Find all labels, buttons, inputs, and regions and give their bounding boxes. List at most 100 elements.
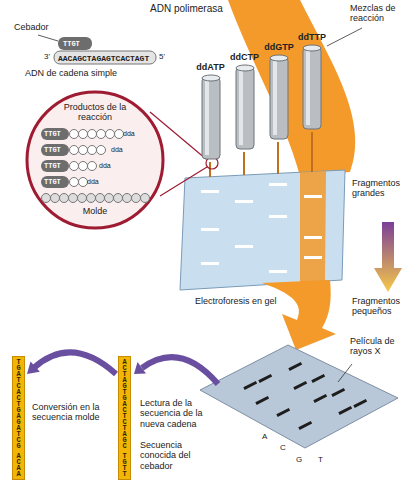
primer-sequence: TTGT (44, 178, 61, 186)
primer-sequence: TTGT (63, 40, 80, 48)
tube-body (202, 77, 220, 159)
reaction-tube: ddGTP (263, 42, 295, 142)
dideoxy-end: dda (123, 130, 135, 138)
strand-label: ADN de cadena simple (25, 68, 117, 78)
dideoxy-end: dda (87, 178, 99, 186)
primer-sequence: TTGT (44, 162, 61, 170)
film-to-read-arrow (142, 357, 218, 384)
primer-blob (41, 176, 69, 188)
sequence-column: ACAA (15, 453, 22, 477)
tube-shade (306, 49, 310, 125)
nucleotide-bead (70, 162, 79, 171)
template-bead (60, 194, 69, 203)
tube-cylinder (302, 44, 322, 132)
x-ray-film (200, 345, 398, 448)
tube-body (236, 67, 254, 149)
lane-stream (300, 171, 326, 284)
step-label: Secuencia conocida del cebador (140, 440, 218, 471)
reaction-tube: ddTTP (297, 32, 327, 132)
primer-sequence: TTGT (44, 130, 61, 138)
film-to-read-arrowhead (134, 362, 146, 374)
enzyme-label: ADN polimerasa (150, 3, 223, 15)
polymerase-stream (228, 0, 355, 176)
tube-cylinder (235, 64, 255, 152)
tube-label: ddCTP (229, 52, 260, 63)
tube-shade (205, 79, 209, 155)
tube-shade (239, 69, 243, 145)
tube-mouth (236, 65, 254, 71)
nucleotide-bead (79, 130, 88, 139)
reaction-tube: ddATP (195, 62, 226, 162)
arrowhead (27, 361, 40, 374)
step-label: Lectura de la secuencia de la nueva cade… (140, 398, 218, 429)
tube-leads (210, 132, 312, 177)
lane-letter: A (262, 432, 267, 441)
nucleotide-bead (88, 130, 97, 139)
tube-cylinder (201, 74, 221, 162)
nucleotide-bead (70, 146, 79, 155)
template-bead (105, 194, 114, 203)
gel-label: Electroforesis en gel (195, 296, 277, 306)
nucleotide-bead (70, 130, 79, 139)
mix-label: Mezclas de reacción (350, 3, 408, 24)
flow-arrow (27, 352, 116, 374)
primer-blob (41, 160, 69, 172)
template-bead (132, 194, 141, 203)
primer-blob (41, 144, 69, 156)
strand-end: 3' (44, 52, 50, 61)
tube-body (303, 47, 321, 129)
film-bands (243, 362, 367, 430)
tube-cylinder (269, 54, 289, 142)
dideoxy-end: dda (111, 146, 123, 154)
template-bead (87, 194, 96, 203)
lane-letter: T (318, 455, 323, 464)
tube-label: ddTTP (297, 32, 327, 43)
sequence-column: TGATCACTGAGATCG (15, 359, 22, 449)
film-label: Película de rayos X (350, 336, 408, 357)
primer-sequence: TTGT (44, 146, 61, 154)
template-bead (42, 194, 51, 203)
nucleotide-bead (115, 130, 124, 139)
primer-blob (41, 128, 69, 140)
template-bead (123, 194, 132, 203)
sequence-column: ACTAGTGACTCTAGC (121, 359, 128, 449)
dideoxy-end: dda (99, 162, 111, 170)
nucleotide-bead (88, 146, 97, 155)
tube-shade (273, 59, 277, 135)
template-bead (96, 194, 105, 203)
sequence-column: TGTT (121, 453, 128, 477)
lane-letter: C (280, 443, 286, 452)
arrow-shaft (34, 352, 116, 374)
tube-mouth (303, 45, 321, 51)
template-bead (78, 194, 87, 203)
size-label: Fragmentos pequeños (352, 296, 408, 317)
template-label: Molde (25, 206, 165, 216)
step-label: Conversión en la secuencia molde (32, 402, 106, 423)
template-bead (141, 194, 150, 203)
nucleotide-bead (70, 178, 79, 187)
template-bead (114, 194, 123, 203)
template-strand (54, 37, 156, 64)
products-circle: Productos de la reacciónMolde (25, 90, 165, 230)
template-sequence: AACAGCTAGAGTCACTAGT (58, 54, 149, 63)
tube-mouth (270, 55, 288, 61)
nucleotide-bead (79, 162, 88, 171)
circle-heading: Productos de la reacción (55, 102, 135, 122)
nucleotide-bead (97, 130, 106, 139)
template-bead (69, 194, 78, 203)
reaction-tube: ddCTP (229, 52, 260, 152)
tube-mouth (202, 75, 220, 81)
primer-label: Cebador (14, 22, 49, 32)
gel-to-film-arrow (262, 280, 336, 350)
nucleotide-bead (79, 146, 88, 155)
template-bead (51, 194, 60, 203)
electrophoresis-gel (180, 170, 345, 290)
size-label: Fragmentos grandes (352, 178, 408, 199)
nucleotide-bead (97, 146, 106, 155)
nucleotide-bead (88, 162, 97, 171)
strand-end: 5' (159, 52, 165, 61)
tube-label: ddATP (195, 62, 226, 73)
sequence-band: TGATCACTGAGATCG ACAA (12, 356, 25, 480)
tube-body (270, 57, 288, 139)
